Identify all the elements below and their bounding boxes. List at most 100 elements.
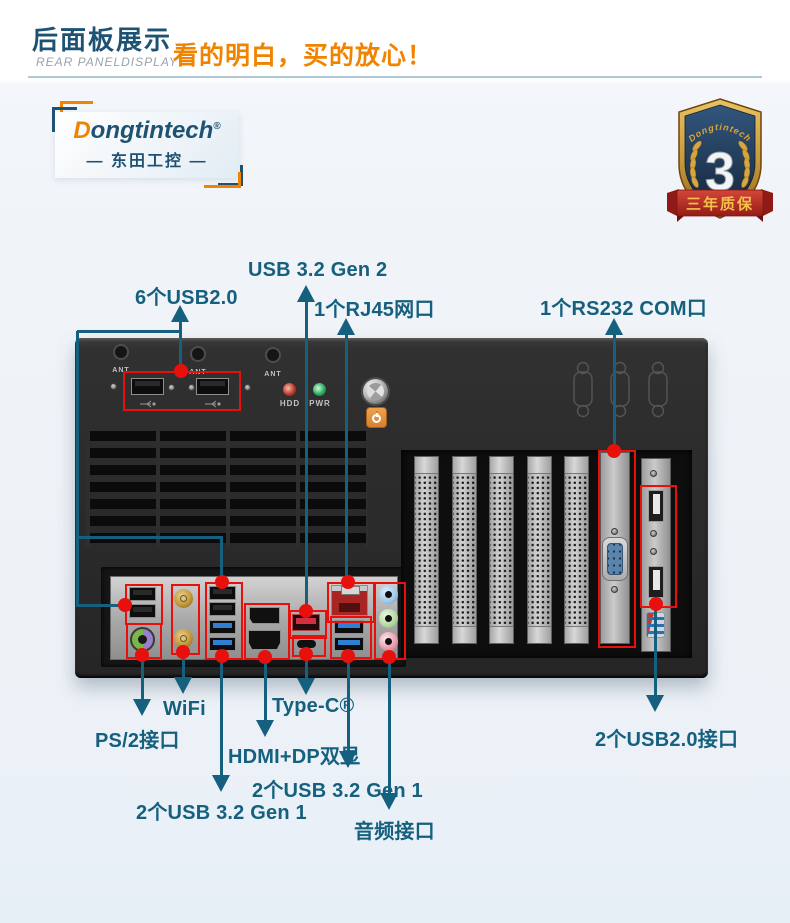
screw-icon — [244, 384, 251, 391]
brand-name: Dongtintech® — [73, 117, 221, 144]
com-knockout-outline — [648, 361, 668, 418]
callout-line — [388, 657, 391, 796]
callout-usb2-top: 6个USB2.0 — [135, 287, 238, 309]
usb2-port — [131, 378, 164, 395]
slogan: 看的明白，买的放心！ — [173, 42, 434, 70]
callout-dot — [174, 364, 188, 378]
usb3-port — [334, 620, 364, 634]
logo-corner-decoration — [204, 172, 241, 188]
power-button — [361, 377, 390, 406]
expansion-slot-cover — [489, 456, 514, 644]
callout-line — [77, 330, 182, 333]
brand-name-cn: — 东田工控 — — [86, 153, 208, 170]
usb-trident-icon — [140, 400, 156, 408]
power-symbol-button — [366, 407, 387, 428]
callout-typec: Type-C® — [272, 695, 355, 717]
callout-line — [77, 536, 223, 539]
hdmi-port — [248, 630, 281, 650]
badge-ribbon-text: 三年质保 — [686, 195, 754, 213]
callout-arrow — [605, 318, 623, 335]
screw-icon — [650, 530, 657, 537]
logo-corner-decoration — [52, 107, 77, 132]
callout-arrow — [646, 695, 664, 712]
antenna-hole — [113, 344, 129, 360]
callout-rj45: 1个RJ45网口 — [314, 299, 435, 321]
callout-dot — [607, 444, 621, 458]
callout-line — [220, 538, 223, 580]
rs232-com-port — [602, 537, 628, 581]
antenna-hole — [190, 346, 206, 362]
callout-line — [179, 318, 182, 370]
pwr-label: PWR — [309, 399, 331, 408]
callout-line — [347, 656, 350, 754]
callout-arrow — [339, 751, 357, 768]
callout-arrow — [133, 699, 151, 716]
callout-dot — [135, 648, 149, 662]
callout-dot — [215, 649, 229, 663]
com-knockout-outline — [573, 361, 593, 418]
usb2-port — [129, 587, 156, 601]
expansion-slot-cover — [452, 456, 477, 644]
usb2-port — [648, 490, 664, 522]
callout-wifi: WiFi — [163, 698, 206, 720]
callout-dot — [649, 597, 663, 611]
callout-dot — [118, 598, 132, 612]
vent-grille — [86, 427, 368, 547]
callout-line — [220, 656, 223, 778]
callout-usb2-right: 2个USB2.0接口 — [595, 729, 739, 751]
expansion-slot-cover — [414, 456, 439, 644]
ant-label: ANT — [112, 367, 130, 374]
screw-icon — [188, 384, 195, 391]
highlight-wifi — [171, 584, 200, 655]
usb3-port — [209, 620, 236, 634]
expansion-slot-cover — [527, 456, 552, 644]
line-in-jack — [379, 585, 398, 604]
callout-dot — [258, 650, 272, 664]
expansion-slot-cover — [564, 456, 589, 644]
callout-arrow — [174, 677, 192, 694]
page-title: 后面板展示 — [32, 25, 173, 55]
callout-usb32gen1-left: 2个USB 3.2 Gen 1 — [136, 802, 307, 824]
usb2-port — [209, 602, 236, 616]
highlight-usb2-right — [640, 485, 677, 608]
displayport-port — [249, 607, 280, 624]
callout-audio: 音频接口 — [354, 821, 435, 843]
hdd-led — [283, 383, 296, 396]
callout-line — [141, 655, 144, 702]
hdd-label: HDD — [279, 399, 301, 408]
callout-line — [654, 604, 657, 698]
callout-hdmi-dp: HDMI+DP双显 — [228, 746, 361, 768]
page-subtitle: REAR PANELDISPLAY — [36, 55, 178, 69]
callout-ps2: PS/2接口 — [95, 730, 180, 752]
screw-icon — [611, 528, 618, 535]
callout-line — [613, 333, 616, 448]
brand-logo: Dongtintech® — 东田工控 — — [55, 112, 239, 178]
usb2-port — [196, 378, 229, 395]
wifi-antenna-connector — [174, 589, 193, 608]
screw-icon — [110, 383, 117, 390]
callout-rs232: 1个RS232 COM口 — [540, 298, 707, 320]
callout-arrow — [171, 305, 189, 322]
warranty-badge: Dongtintech 3 三年质保 — [666, 94, 774, 224]
callout-arrow — [212, 775, 230, 792]
callout-dot — [299, 647, 313, 661]
callout-line — [264, 657, 267, 723]
header-divider — [28, 76, 762, 78]
highlight-com — [598, 450, 636, 648]
callout-arrow — [297, 678, 315, 695]
callout-dot — [299, 604, 313, 618]
callout-line — [345, 333, 348, 579]
callout-dot — [176, 645, 190, 659]
callout-line — [77, 604, 125, 607]
callout-dot — [382, 650, 396, 664]
usb-trident-icon — [205, 400, 221, 408]
callout-line — [305, 654, 308, 681]
callout-dot — [341, 649, 355, 663]
usb2-port — [129, 604, 156, 618]
screw-icon — [611, 586, 618, 593]
callout-arrow — [337, 318, 355, 335]
screw-icon — [168, 384, 175, 391]
laurel-icon — [690, 140, 750, 188]
callout-dot — [341, 575, 355, 589]
